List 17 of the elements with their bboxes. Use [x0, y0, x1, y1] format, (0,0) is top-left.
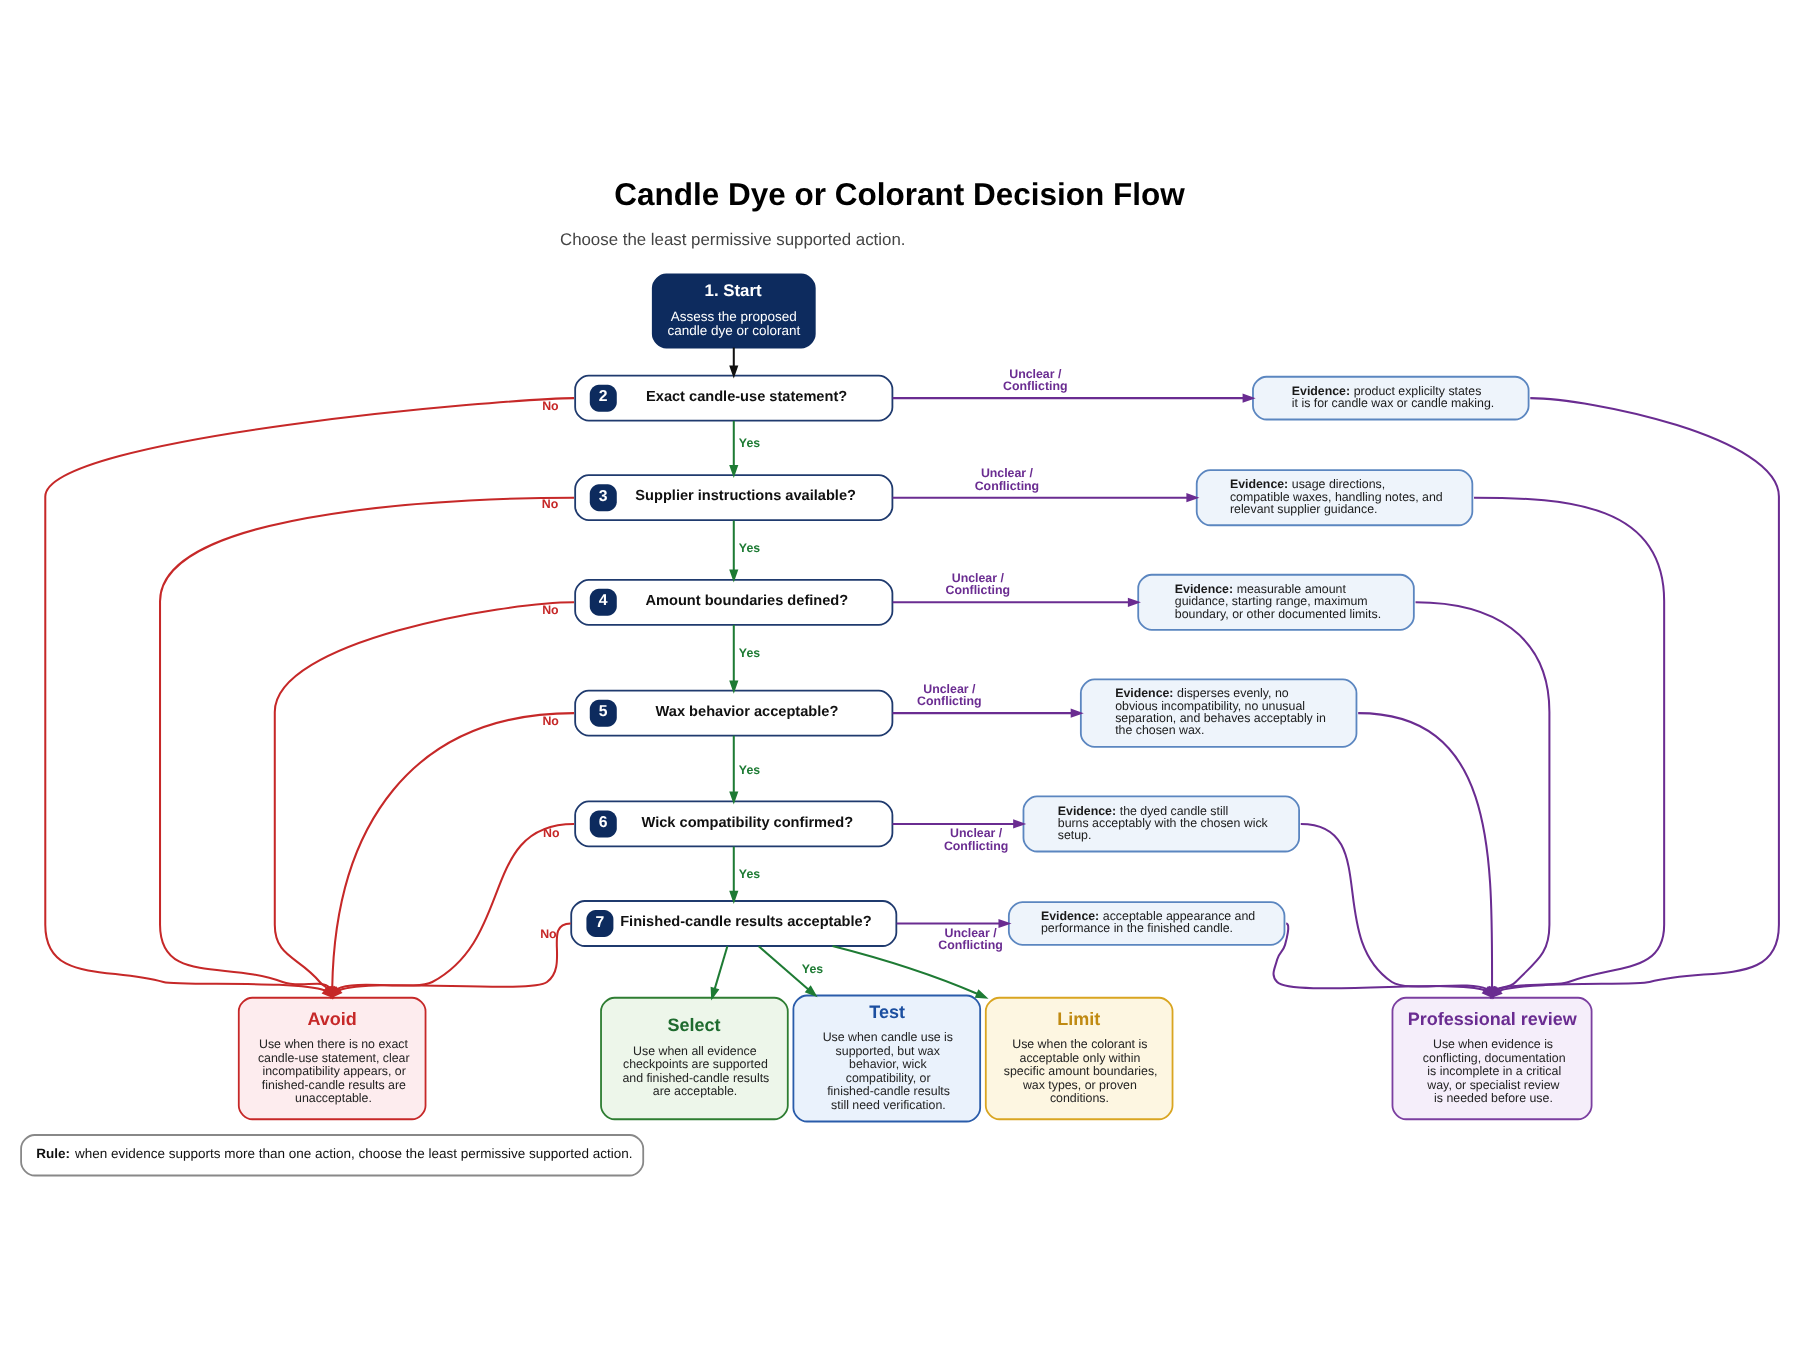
arrow	[892, 392, 1256, 402]
arrow	[729, 346, 739, 378]
arrow	[896, 917, 1012, 928]
arrow	[710, 944, 729, 1000]
arrow	[892, 492, 1200, 502]
arrow	[892, 707, 1084, 717]
arrow	[729, 623, 739, 693]
arrow	[729, 419, 739, 478]
arrow	[892, 818, 1027, 828]
label: Choose the least permissive supported action.	[559, 227, 906, 248]
diagram-title: Candle Dye or Colorant Decision Flow	[614, 178, 1185, 213]
arrow	[758, 944, 818, 997]
arrow	[892, 596, 1141, 606]
arrow	[729, 734, 739, 804]
arrow	[729, 845, 739, 903]
arrow	[832, 944, 989, 998]
arrow	[729, 519, 739, 582]
